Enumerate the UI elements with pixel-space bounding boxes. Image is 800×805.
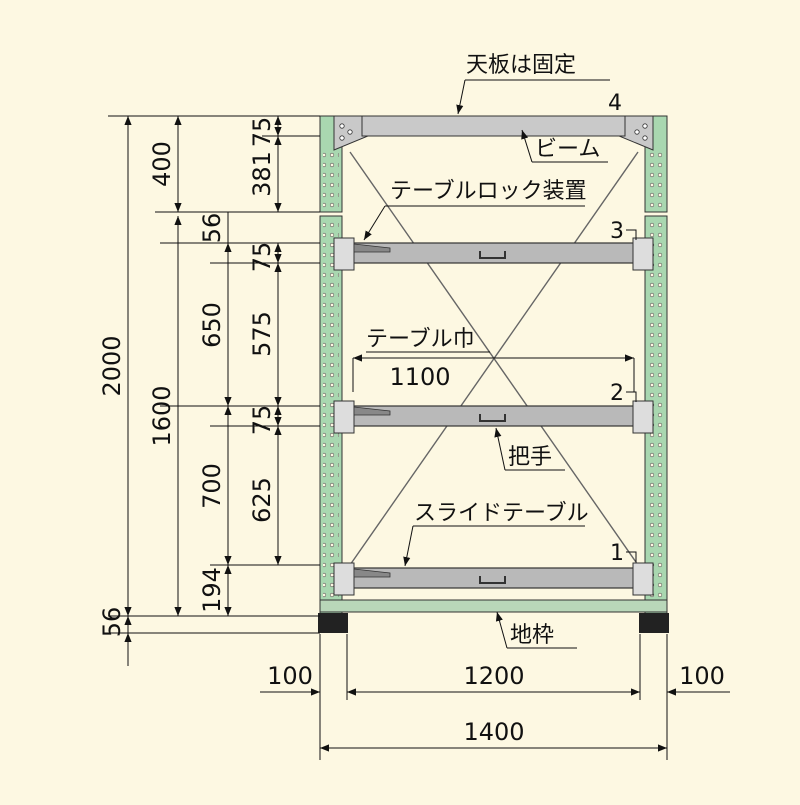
right-post-lower <box>644 215 668 617</box>
dim-56-base: 56 <box>98 607 126 638</box>
callout-labels: 天板は固定 ビーム テーブルロック装置 テーブル巾 把手 スライドテーブル 地枠 <box>366 53 600 648</box>
dim-100-left: 100 <box>267 662 313 690</box>
dim-75-l3: 75 <box>248 242 276 273</box>
dim-100-right: 100 <box>679 662 725 690</box>
lock-device-icon <box>353 568 391 578</box>
slide-table-3 <box>333 237 654 271</box>
label-table-width: テーブル巾 <box>366 327 475 352</box>
dim-650: 650 <box>198 302 226 348</box>
dim-194: 194 <box>198 567 226 613</box>
level-3: 3 <box>610 219 624 244</box>
rack-structure <box>318 115 669 633</box>
left-post-lower <box>319 215 343 617</box>
slide-table-2 <box>333 400 654 434</box>
dim-700: 700 <box>198 463 226 509</box>
dim-1600: 1600 <box>148 385 176 446</box>
dim-2000: 2000 <box>98 335 126 396</box>
label-slide-table: スライドテーブル <box>414 501 589 526</box>
top-beam <box>333 115 654 151</box>
dim-400: 400 <box>148 141 176 187</box>
dim-625: 625 <box>248 477 276 523</box>
dim-1400: 1400 <box>463 718 524 746</box>
dim-1200: 1200 <box>463 662 524 690</box>
lock-device-icon <box>353 406 391 416</box>
handle-icon <box>479 251 506 259</box>
level-1: 1 <box>610 541 624 566</box>
label-base-frame: 地枠 <box>510 623 554 648</box>
dim-56-gap: 56 <box>198 213 226 244</box>
lock-device-icon <box>353 243 391 253</box>
vertical-dimensions <box>108 115 320 666</box>
dim-75-l2: 75 <box>248 405 276 436</box>
horizontal-dimensions <box>260 354 730 760</box>
callouts <box>363 79 610 649</box>
handle-icon <box>479 414 506 422</box>
level-4: 4 <box>608 91 622 116</box>
level-2: 2 <box>610 381 624 406</box>
dim-75-top: 75 <box>248 117 276 148</box>
slide-table-1 <box>333 562 654 596</box>
label-top-plate-fixed: 天板は固定 <box>466 53 576 78</box>
horizontal-dimension-labels: 100 1200 100 1400 1100 <box>267 363 725 746</box>
dim-575: 575 <box>248 311 276 357</box>
dim-381: 381 <box>248 151 276 197</box>
vertical-dimension-labels: 2000 400 1600 56 56 650 700 194 75 381 7… <box>98 117 276 638</box>
dim-1100: 1100 <box>389 363 450 391</box>
label-table-lock: テーブルロック装置 <box>390 179 587 204</box>
level-numbers: 4 3 2 1 <box>608 91 637 566</box>
label-handle: 把手 <box>508 445 552 470</box>
handle-icon <box>479 576 506 584</box>
base-frame <box>318 599 669 633</box>
label-beam: ビーム <box>535 137 600 162</box>
